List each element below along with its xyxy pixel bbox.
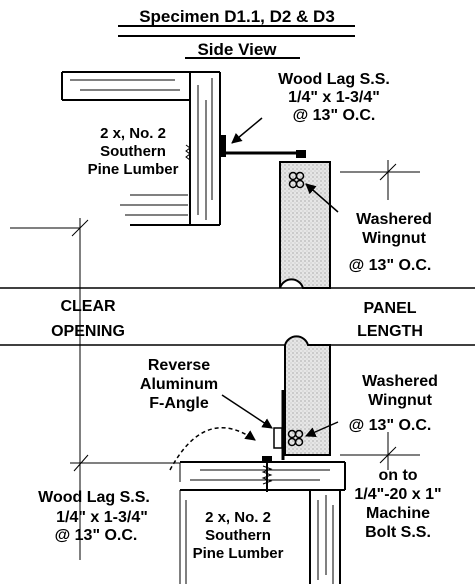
bottom-f-angle-flange — [273, 427, 283, 449]
bottom-wingnut-label: Washered Wingnut @ 13" O.C. — [349, 373, 438, 434]
svg-text:1/4" x 1-3/4": 1/4" x 1-3/4" — [56, 509, 148, 526]
top-dimension-ticks — [10, 160, 420, 560]
svg-text:Southern: Southern — [100, 143, 166, 160]
svg-text:@ 13" O.C.: @ 13" O.C. — [349, 417, 432, 434]
svg-text:Reverse: Reverse — [148, 357, 210, 374]
panel-length-label: PANEL LENGTH — [357, 300, 423, 340]
top-lag-leader — [231, 117, 263, 144]
svg-text:Machine: Machine — [366, 505, 430, 522]
top-panel — [279, 161, 331, 289]
svg-text:CLEAR: CLEAR — [60, 298, 116, 315]
svg-text:Pine Lumber: Pine Lumber — [88, 161, 179, 178]
top-lumber-label: 2 x, No. 2 Southern Pine Lumber — [88, 125, 179, 178]
svg-text:@ 13" O.C.: @ 13" O.C. — [349, 257, 432, 274]
bottom-lumber-frame — [179, 461, 346, 584]
svg-text:Washered: Washered — [362, 373, 438, 390]
svg-text:Aluminum: Aluminum — [140, 376, 218, 393]
top-angle-bracket — [220, 135, 306, 158]
bottom-lag-label: Wood Lag S.S. 1/4" x 1-3/4" @ 13" O.C. — [38, 489, 150, 544]
top-wingnut-leader — [305, 183, 339, 213]
svg-text:@ 13" O.C.: @ 13" O.C. — [293, 107, 376, 124]
bottom-dimension-ticks — [70, 432, 420, 482]
svg-text:Southern: Southern — [205, 527, 271, 544]
svg-text:2 x, No. 2: 2 x, No. 2 — [205, 509, 271, 526]
top-lag-label: Wood Lag S.S. 1/4" x 1-3/4" @ 13" O.C. — [278, 71, 390, 124]
svg-text:Wood Lag S.S.: Wood Lag S.S. — [38, 489, 150, 506]
svg-text:PANEL: PANEL — [363, 300, 416, 317]
svg-text:LENGTH: LENGTH — [357, 323, 423, 340]
svg-text:Washered: Washered — [356, 211, 432, 228]
bottom-angle-leader — [221, 394, 273, 429]
clear-opening-label: CLEAR OPENING — [51, 298, 125, 340]
bottom-wingnut — [287, 429, 304, 447]
bottom-angle-label: Reverse Aluminum F-Angle — [140, 357, 218, 412]
title: Specimen D1.1, D2 & D3 — [139, 7, 335, 26]
svg-text:2 x, No. 2: 2 x, No. 2 — [100, 125, 166, 142]
svg-text:OPENING: OPENING — [51, 323, 125, 340]
svg-text:Bolt S.S.: Bolt S.S. — [365, 524, 431, 541]
svg-text:Pine Lumber: Pine Lumber — [193, 545, 284, 562]
svg-text:Wood Lag S.S.: Wood Lag S.S. — [278, 71, 390, 88]
svg-text:@ 13" O.C.: @ 13" O.C. — [55, 527, 138, 544]
top-wingnut-label: Washered Wingnut @ 13" O.C. — [349, 211, 432, 274]
svg-text:1/4" x 1-3/4": 1/4" x 1-3/4" — [288, 89, 380, 106]
bottom-lumber-label: 2 x, No. 2 Southern Pine Lumber — [193, 509, 284, 562]
bottom-lag-screw — [261, 456, 273, 492]
svg-text:Wingnut: Wingnut — [362, 230, 427, 247]
bottom-bolt-label: on to 1/4"-20 x 1" Machine Bolt S.S. — [354, 467, 441, 541]
svg-text:on to: on to — [378, 467, 417, 484]
svg-text:F-Angle: F-Angle — [149, 395, 209, 412]
bottom-wingnut-leader — [305, 421, 339, 438]
subtitle: Side View — [197, 40, 277, 59]
svg-text:Wingnut: Wingnut — [368, 392, 433, 409]
svg-text:1/4"-20 x 1": 1/4"-20 x 1" — [354, 486, 441, 503]
top-wingnut — [288, 171, 305, 189]
bottom-panel — [284, 335, 331, 456]
bottom-lag-leader — [169, 427, 256, 471]
